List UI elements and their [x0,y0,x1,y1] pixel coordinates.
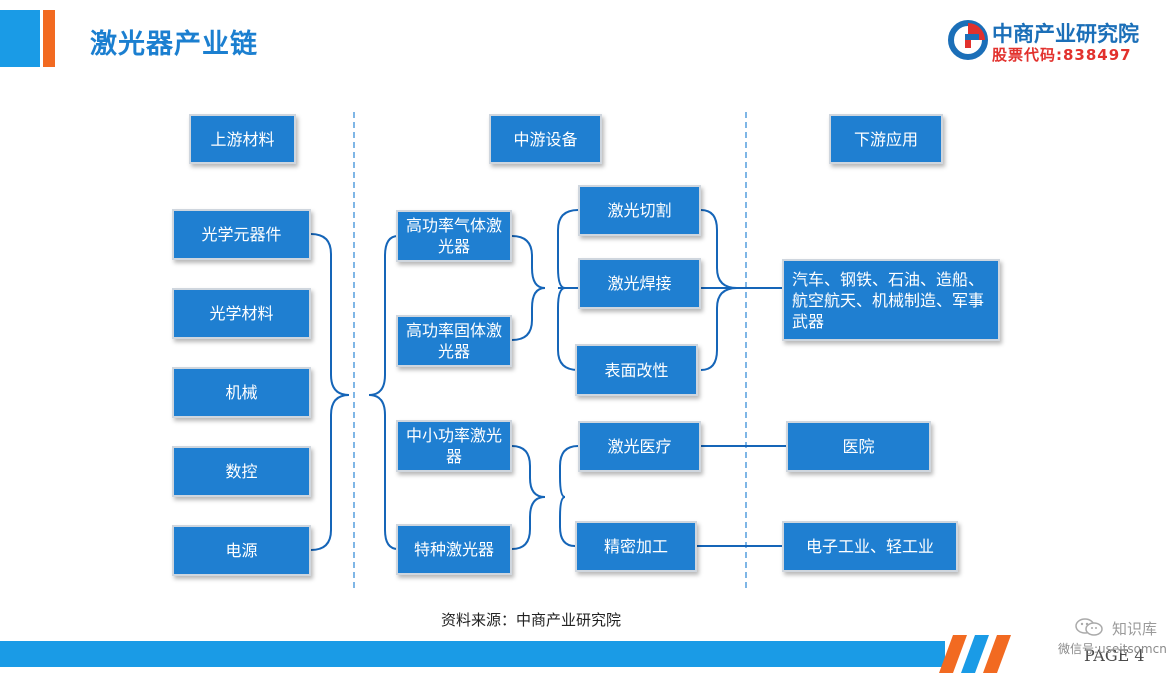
header-accent-bar-blue [0,10,40,67]
connector-mid-bracket-lower [368,394,399,550]
company-logo-name: 中商产业研究院 [992,22,1139,46]
source-note: 资料来源：中商产业研究院 [440,611,621,629]
connector-highpower-out-lower [557,287,579,371]
page-number: PAGE 4 [1084,646,1145,665]
connector-small-out [559,445,579,498]
watermark-name: 知识库 [1112,620,1158,638]
connector-highpower-in-lower [511,287,546,341]
connector-upstream-bracket-lower [310,394,350,551]
connector-highpower-in [511,235,546,289]
process-box: 激光医疗 [578,421,701,472]
column-divider-right [745,112,747,588]
application-box: 医院 [786,421,931,472]
process-box: 激光焊接 [578,258,701,309]
column-header-downstream: 下游应用 [829,114,943,164]
page-title: 激光器产业链 [90,29,258,60]
laser-type-box: 高功率固体激光器 [396,315,512,367]
connector-small-in [511,445,546,498]
header-accent-bar-orange [43,10,55,67]
process-box: 表面改性 [575,344,698,396]
process-box: 激光切割 [578,185,701,236]
laser-type-box: 中小功率激光器 [396,420,512,472]
connector-highpower-out [557,209,579,289]
connector-upstream-bracket [310,233,350,396]
watermark-id: 微信号:useitsomcn [1058,642,1167,656]
connector-process-out-lower [700,287,738,371]
footer-bar [0,641,945,667]
connector-small-in-lower [511,496,546,550]
laser-type-box: 高功率气体激光器 [396,210,512,262]
column-divider-left [353,112,355,588]
wechat-icon [1075,618,1103,636]
upstream-item: 光学元器件 [172,209,311,260]
connector-mid-bracket [368,235,399,396]
laser-type-box: 特种激光器 [396,524,512,575]
column-header-midstream: 中游设备 [489,114,602,164]
connector-small-out-lower [559,496,576,547]
stock-code: 股票代码:838497 [992,46,1132,64]
column-header-upstream: 上游材料 [189,114,296,164]
company-logo-icon [948,20,988,60]
connector-process-out [700,209,738,289]
footer-stripes [939,635,1011,673]
upstream-item: 机械 [172,367,311,418]
upstream-item: 数控 [172,446,311,497]
upstream-item: 光学材料 [172,288,311,339]
application-box: 电子工业、轻工业 [782,521,958,572]
process-box: 精密加工 [575,521,697,572]
upstream-item: 电源 [172,525,311,576]
application-box: 汽车、钢铁、石油、造船、航空航天、机械制造、军事武器 [782,259,1000,341]
